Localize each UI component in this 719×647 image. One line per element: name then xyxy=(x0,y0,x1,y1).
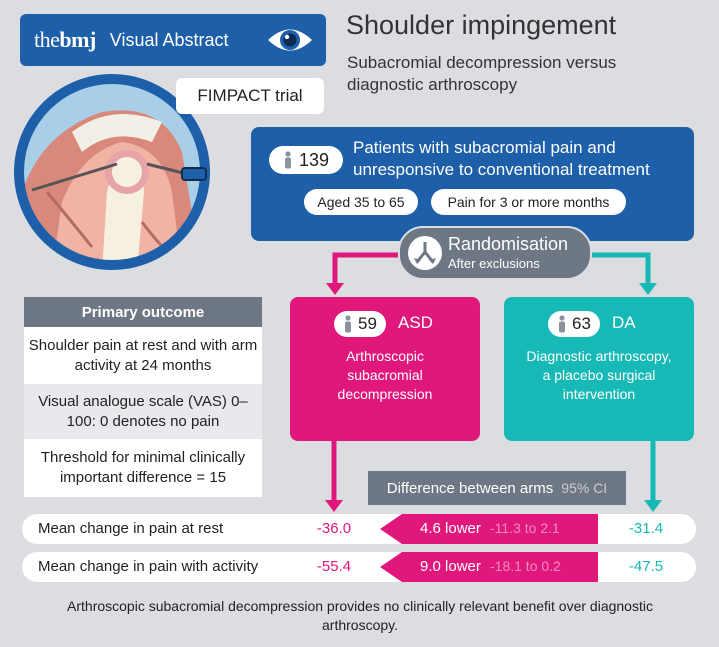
difference-arrow: 4.6 lower -11.3 to 2.1 xyxy=(380,514,598,544)
population-count: 139 xyxy=(269,146,343,174)
asd-arm-box: 59 ASD Arthroscopic subacromial decompre… xyxy=(290,297,480,441)
result-row-activity: Mean change in pain with activity -55.4 … xyxy=(22,552,696,582)
da-value: -47.5 xyxy=(628,558,664,575)
person-icon xyxy=(284,151,291,169)
split-arrows-icon xyxy=(408,236,442,270)
eye-icon xyxy=(268,29,312,51)
duration-criterion: Pain for 3 or more months xyxy=(431,189,626,215)
page-title: Shoulder impingement xyxy=(346,10,617,40)
visual-abstract-label: Visual Abstract xyxy=(109,29,229,50)
difference-arrow: 9.0 lower -18.1 to 0.2 xyxy=(380,552,598,582)
bmj-logo: thebmj xyxy=(34,27,96,52)
population-box: 139 Patients with subacromial pain and u… xyxy=(251,127,694,241)
da-value: -31.4 xyxy=(628,520,664,537)
row-label: Mean change in pain at rest xyxy=(38,520,224,537)
asd-description: Arthroscopic subacromial decompression xyxy=(337,348,433,402)
randomisation-subtitle: After exclusions xyxy=(448,256,540,271)
randomisation-title: Randomisation xyxy=(448,234,569,254)
conclusion: Arthroscopic subacromial decompression p… xyxy=(67,598,653,633)
randomisation-pill: Randomisation After exclusions xyxy=(398,226,592,280)
difference-value: 4.6 lower xyxy=(420,520,481,537)
primary-outcome-threshold: Threshold for minimal clinically importa… xyxy=(24,439,262,497)
asd-value: -55.4 xyxy=(316,558,352,575)
primary-outcome-measure: Shoulder pain at rest and with arm activ… xyxy=(24,327,262,384)
primary-outcome-scale: Visual analogue scale (VAS) 0–100: 0 den… xyxy=(24,384,262,439)
da-description: Diagnostic arthroscopy, a placebo surgic… xyxy=(526,348,672,402)
da-abbreviation: DA xyxy=(612,313,636,332)
difference-ci: -18.1 to 0.2 xyxy=(490,558,561,574)
primary-outcome-heading: Primary outcome xyxy=(24,297,262,327)
ci-label: 95% CI xyxy=(561,480,608,496)
age-criterion: Aged 35 to 65 xyxy=(304,189,418,215)
bmj-badge: thebmj Visual Abstract xyxy=(20,14,326,66)
trial-name: FIMPACT trial xyxy=(176,78,324,114)
result-row-rest: Mean change in pain at rest -36.0 4.6 lo… xyxy=(22,514,696,544)
row-label: Mean change in pain with activity xyxy=(38,558,259,575)
person-icon xyxy=(559,315,566,333)
asd-value: -36.0 xyxy=(316,520,352,537)
shoulder-arthroscopy-illustration xyxy=(14,74,210,270)
difference-value: 9.0 lower xyxy=(420,558,481,575)
asd-count: 59 xyxy=(334,311,386,337)
population-description: Patients with subacromial pain and unres… xyxy=(353,138,650,179)
da-arm-box: 63 DA Diagnostic arthroscopy, a placebo … xyxy=(504,297,694,441)
asd-abbreviation: ASD xyxy=(398,313,433,332)
person-icon xyxy=(345,315,352,333)
difference-ci: -11.3 to 2.1 xyxy=(490,520,560,536)
page-subtitle: Subacromial decompression versus diagnos… xyxy=(347,53,617,94)
da-count: 63 xyxy=(548,311,600,337)
